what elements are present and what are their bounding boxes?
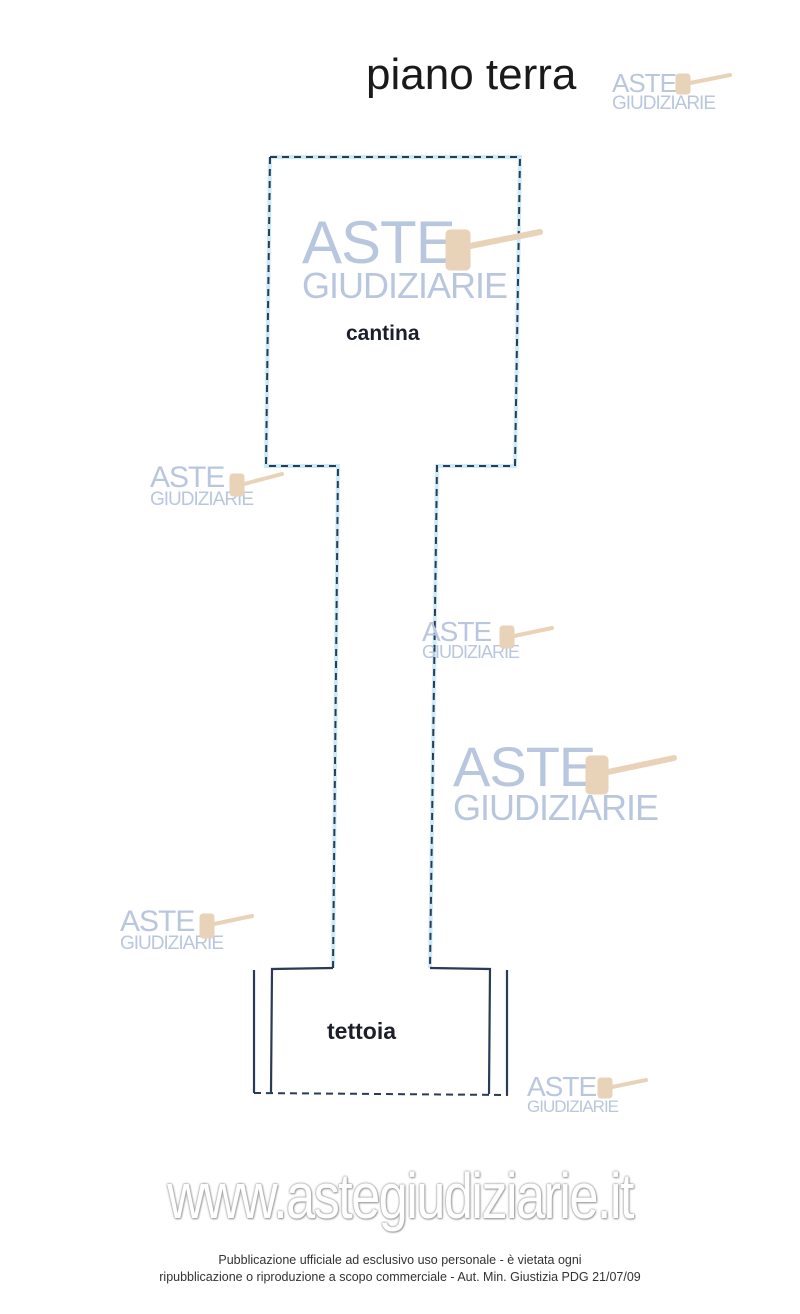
site-watermark: www.astegiudiziarie.it (167, 1160, 634, 1232)
footer-line-2: ripubblicazione o riproduzione a scopo c… (159, 1270, 641, 1284)
page-title: piano terra (366, 50, 577, 99)
gavel-icon (585, 755, 677, 795)
room-label-tettoia: tettoia (327, 1018, 396, 1044)
footer-disclaimer: Pubblicazione ufficiale ad esclusivo uso… (0, 1252, 800, 1286)
gavel-icon (199, 913, 254, 939)
gavel-icon (499, 625, 554, 649)
gavel-icon (445, 229, 543, 271)
gavel-icon (675, 73, 732, 95)
gavel-icon (597, 1077, 648, 1099)
footer-line-1: Pubblicazione ufficiale ad esclusivo uso… (218, 1253, 582, 1267)
room-label-cantina: cantina (346, 322, 420, 345)
cantina-outline (253, 156, 522, 1096)
gavel-icon (229, 472, 284, 497)
tettoia-outline (252, 966, 509, 1095)
